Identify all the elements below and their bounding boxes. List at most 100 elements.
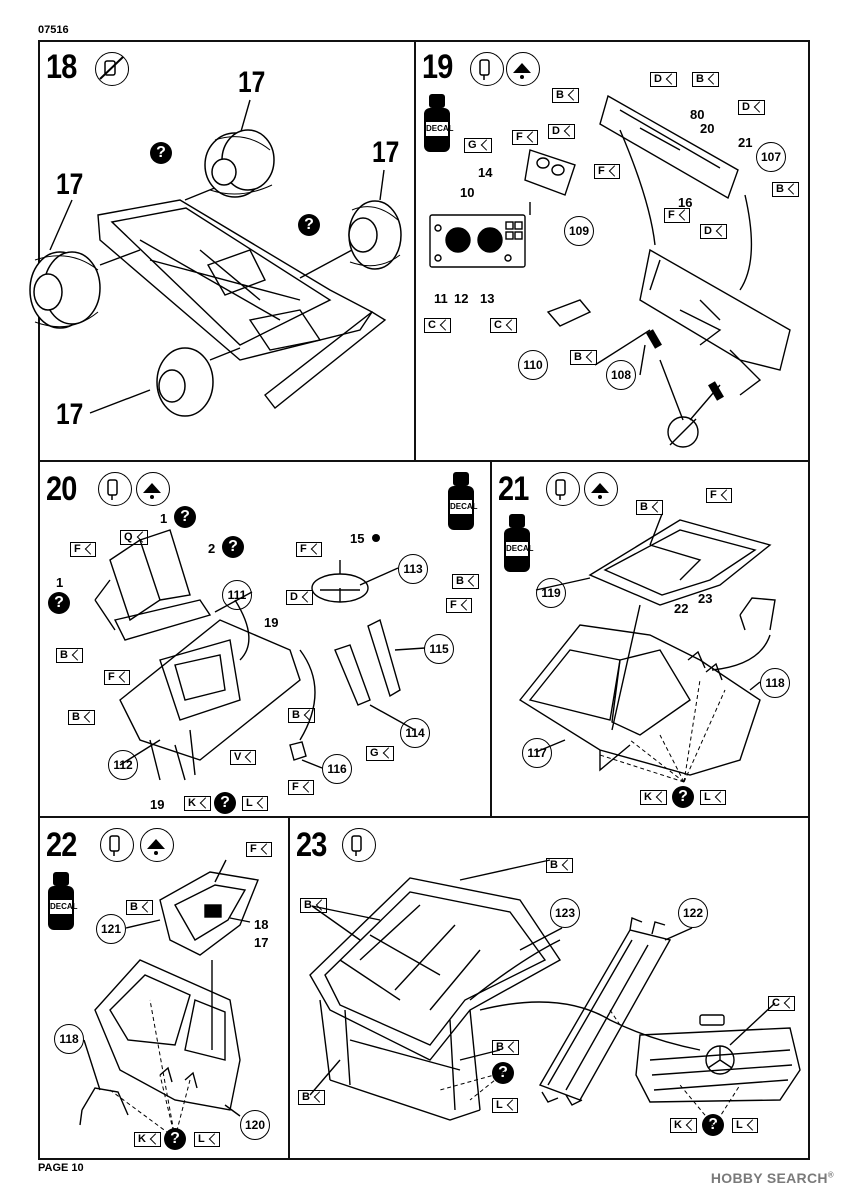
decal-label: DECAL bbox=[450, 502, 478, 511]
part-number: 21 bbox=[738, 135, 753, 150]
flag-d: D bbox=[700, 224, 727, 239]
paint-icon bbox=[140, 828, 174, 862]
part-number: 19 bbox=[150, 797, 165, 812]
part-callout: 113 bbox=[398, 554, 428, 584]
part-number: 20 bbox=[700, 121, 715, 136]
flag-f: F bbox=[296, 542, 322, 557]
question-icon: ? bbox=[174, 506, 196, 528]
flag-c: C bbox=[768, 996, 795, 1011]
flag-f: F bbox=[594, 164, 620, 179]
flag-f: F bbox=[446, 598, 472, 613]
part-number: 18 bbox=[254, 917, 269, 932]
part-callout: 121 bbox=[96, 914, 126, 944]
step-18-number: 18 bbox=[46, 48, 77, 86]
bullet-dot bbox=[372, 534, 380, 542]
flag-f: F bbox=[288, 780, 314, 795]
no-glue-icon bbox=[95, 52, 129, 86]
flag-l: L bbox=[492, 1098, 518, 1113]
flag-l: L bbox=[194, 1132, 220, 1147]
part-number: 2 bbox=[208, 541, 216, 556]
decal-bottle-icon: DECAL bbox=[446, 470, 478, 532]
part-number: 15 bbox=[350, 531, 365, 546]
flag-v: V bbox=[230, 750, 257, 765]
part-callout: 109 bbox=[564, 216, 594, 246]
flag-g: G bbox=[464, 138, 492, 153]
flag-k: K bbox=[184, 796, 211, 811]
part-callout: 118 bbox=[54, 1024, 84, 1054]
flag-f: F bbox=[664, 208, 690, 223]
wheel-part-label: 17 bbox=[372, 136, 400, 169]
part-number: 11 bbox=[434, 291, 448, 306]
watermark-registered-mark: ® bbox=[827, 1170, 834, 1180]
flag-l: L bbox=[700, 790, 726, 805]
step-20-number: 20 bbox=[46, 470, 77, 508]
flag-k: K bbox=[670, 1118, 697, 1133]
decal-bottle-icon: DECAL bbox=[422, 92, 454, 154]
part-callout: 107 bbox=[756, 142, 786, 172]
flag-b: B bbox=[636, 500, 663, 515]
paint-icon bbox=[584, 472, 618, 506]
flag-b: B bbox=[570, 350, 597, 365]
part-callout: 118 bbox=[760, 668, 790, 698]
question-icon: ? bbox=[222, 536, 244, 558]
flag-b: B bbox=[546, 858, 573, 873]
flag-k: K bbox=[640, 790, 667, 805]
part-number: 12 bbox=[454, 291, 469, 306]
wheel-part-label: 17 bbox=[56, 398, 84, 431]
question-icon: ? bbox=[214, 792, 236, 814]
question-icon: ? bbox=[298, 214, 320, 236]
question-icon: ? bbox=[48, 592, 70, 614]
flag-b: B bbox=[452, 574, 479, 589]
flag-d: D bbox=[548, 124, 575, 139]
watermark-text: HOBBY SEARCH bbox=[710, 1170, 828, 1186]
flag-d: D bbox=[286, 590, 313, 605]
part-callout: 123 bbox=[550, 898, 580, 928]
part-number: 19 bbox=[264, 615, 279, 630]
flag-l: L bbox=[732, 1118, 758, 1133]
flag-c: C bbox=[490, 318, 517, 333]
flag-f: F bbox=[512, 130, 538, 145]
question-icon: ? bbox=[150, 142, 172, 164]
paint-icon bbox=[506, 52, 540, 86]
flag-b: B bbox=[552, 88, 579, 103]
step-23-number: 23 bbox=[296, 826, 327, 864]
flag-b: B bbox=[300, 898, 327, 913]
glue-tube-icon bbox=[470, 52, 504, 86]
flag-f: F bbox=[706, 488, 732, 503]
flag-b: B bbox=[56, 648, 83, 663]
flag-l: L bbox=[242, 796, 268, 811]
decal-label: DECAL bbox=[506, 544, 534, 553]
part-callout: 112 bbox=[108, 750, 138, 780]
step-23-panel bbox=[288, 816, 810, 1160]
part-number: 80 bbox=[690, 107, 705, 122]
flag-d: D bbox=[738, 100, 765, 115]
flag-b: B bbox=[692, 72, 719, 87]
flag-b: B bbox=[772, 182, 799, 197]
question-icon: ? bbox=[672, 786, 694, 808]
flag-f: F bbox=[246, 842, 272, 857]
part-callout: 119 bbox=[536, 578, 566, 608]
flag-b: B bbox=[492, 1040, 519, 1055]
step-22-number: 22 bbox=[46, 826, 77, 864]
flag-f: F bbox=[70, 542, 96, 557]
glue-tube-icon bbox=[546, 472, 580, 506]
paint-icon bbox=[136, 472, 170, 506]
part-callout: 122 bbox=[678, 898, 708, 928]
part-number: 13 bbox=[480, 291, 495, 306]
decal-label: DECAL bbox=[50, 902, 78, 911]
flag-b: B bbox=[298, 1090, 325, 1105]
part-callout: 116 bbox=[322, 754, 352, 784]
glue-tube-icon bbox=[100, 828, 134, 862]
part-number: 17 bbox=[254, 935, 269, 950]
flag-b: B bbox=[68, 710, 95, 725]
part-number: 23 bbox=[698, 591, 713, 606]
part-number: 14 bbox=[478, 165, 493, 180]
part-number: 22 bbox=[674, 601, 689, 616]
flag-c: C bbox=[424, 318, 451, 333]
wheel-part-label: 17 bbox=[56, 168, 84, 201]
